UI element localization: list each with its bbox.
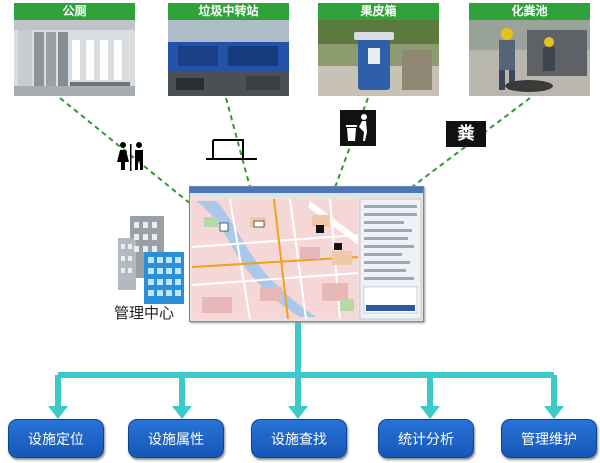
function-tree	[55, 320, 557, 408]
facility-litter-bin: 果皮箱	[318, 3, 439, 96]
function-arrowheads	[48, 406, 564, 419]
facility-label: 化粪池	[469, 3, 590, 20]
gis-map-screenshot	[189, 186, 424, 322]
facility-label: 公厕	[14, 3, 135, 20]
link-toilet	[59, 97, 214, 223]
function-button-maintenance[interactable]: 管理维护	[501, 419, 597, 458]
management-center-label: 管理中心	[114, 304, 175, 322]
function-button-statistical-analysis[interactable]: 统计分析	[378, 419, 474, 458]
litter-bin-sign-icon	[340, 110, 376, 146]
facility-toilet: 公厕	[14, 3, 135, 96]
toilet-sign-icon	[117, 142, 143, 171]
facility-septic-tank: 化粪池	[469, 3, 590, 96]
toilet-photo	[14, 20, 135, 96]
transfer-station-sign-icon	[206, 139, 257, 160]
facility-label: 果皮箱	[318, 3, 439, 20]
function-button-facility-attributes[interactable]: 设施属性	[128, 419, 224, 458]
septic-tank-photo	[469, 20, 590, 96]
link-septic-tank	[342, 97, 531, 240]
function-button-facility-search[interactable]: 设施查找	[251, 419, 347, 458]
septic-tank-sign-icon: 粪	[446, 121, 486, 147]
management-center-buildings-icon	[118, 216, 184, 304]
septic-sign-char: 粪	[457, 124, 475, 144]
facility-label: 垃圾中转站	[168, 3, 289, 20]
transfer-station-photo	[168, 20, 289, 96]
litter-bin-photo	[318, 20, 439, 96]
facility-transfer-station: 垃圾中转站	[168, 3, 289, 96]
function-button-facility-location[interactable]: 设施定位	[8, 419, 104, 458]
